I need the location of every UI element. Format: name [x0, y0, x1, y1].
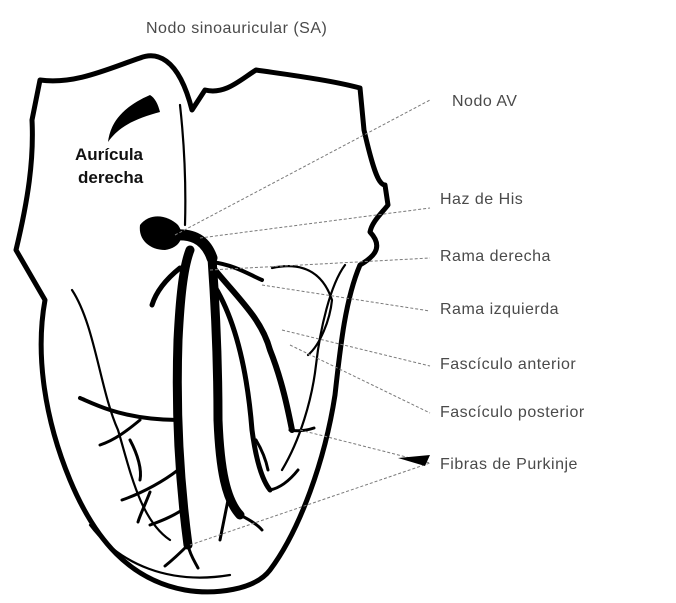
purkinje-left-1 — [80, 398, 178, 420]
label-fasciculo-posterior: Fascículo posterior — [440, 404, 585, 421]
label-fibras-purkinje: Fibras de Purkinje — [440, 456, 578, 473]
label-haz-de-his: Haz de His — [440, 191, 523, 208]
label-fasciculo-anterior: Fascículo anterior — [440, 356, 576, 373]
purkinje-right-4 — [220, 500, 228, 540]
label-rama-izquierda: Rama izquierda — [440, 301, 559, 318]
leader-nodo-av — [175, 100, 430, 235]
leader-fasciculo-anterior — [282, 330, 430, 366]
sa-node-label: Nodo sinoauricular (SA) — [146, 20, 327, 37]
leader-fasciculo-posterior — [290, 345, 430, 413]
left-branch-offshoot-1 — [152, 268, 180, 305]
label-nodo-av: Nodo AV — [452, 93, 517, 110]
purkinje-pointer — [398, 455, 430, 466]
right-bundle-branch — [177, 250, 190, 545]
label-rama-derecha: Rama derecha — [440, 248, 551, 265]
purkinje-left-2 — [100, 420, 140, 445]
purkinje-left-6 — [150, 510, 182, 525]
inner-curve-top — [272, 266, 332, 355]
right-atrium-label-line2: derecha — [78, 168, 144, 187]
right-atrium-label-line1: Aurícula — [75, 145, 144, 164]
purkinje-right-2 — [270, 470, 298, 490]
sa-node-crescent — [108, 95, 160, 142]
leader-haz-de-his — [200, 208, 430, 238]
purkinje-apex-2 — [165, 545, 188, 566]
atrial-septum — [180, 105, 185, 225]
purkinje-right-3 — [240, 515, 262, 530]
anterior-fascicle — [215, 270, 292, 430]
leader-rama-derecha — [210, 258, 430, 270]
heart-outline — [16, 56, 388, 592]
purkinje-apex-1 — [188, 545, 198, 568]
